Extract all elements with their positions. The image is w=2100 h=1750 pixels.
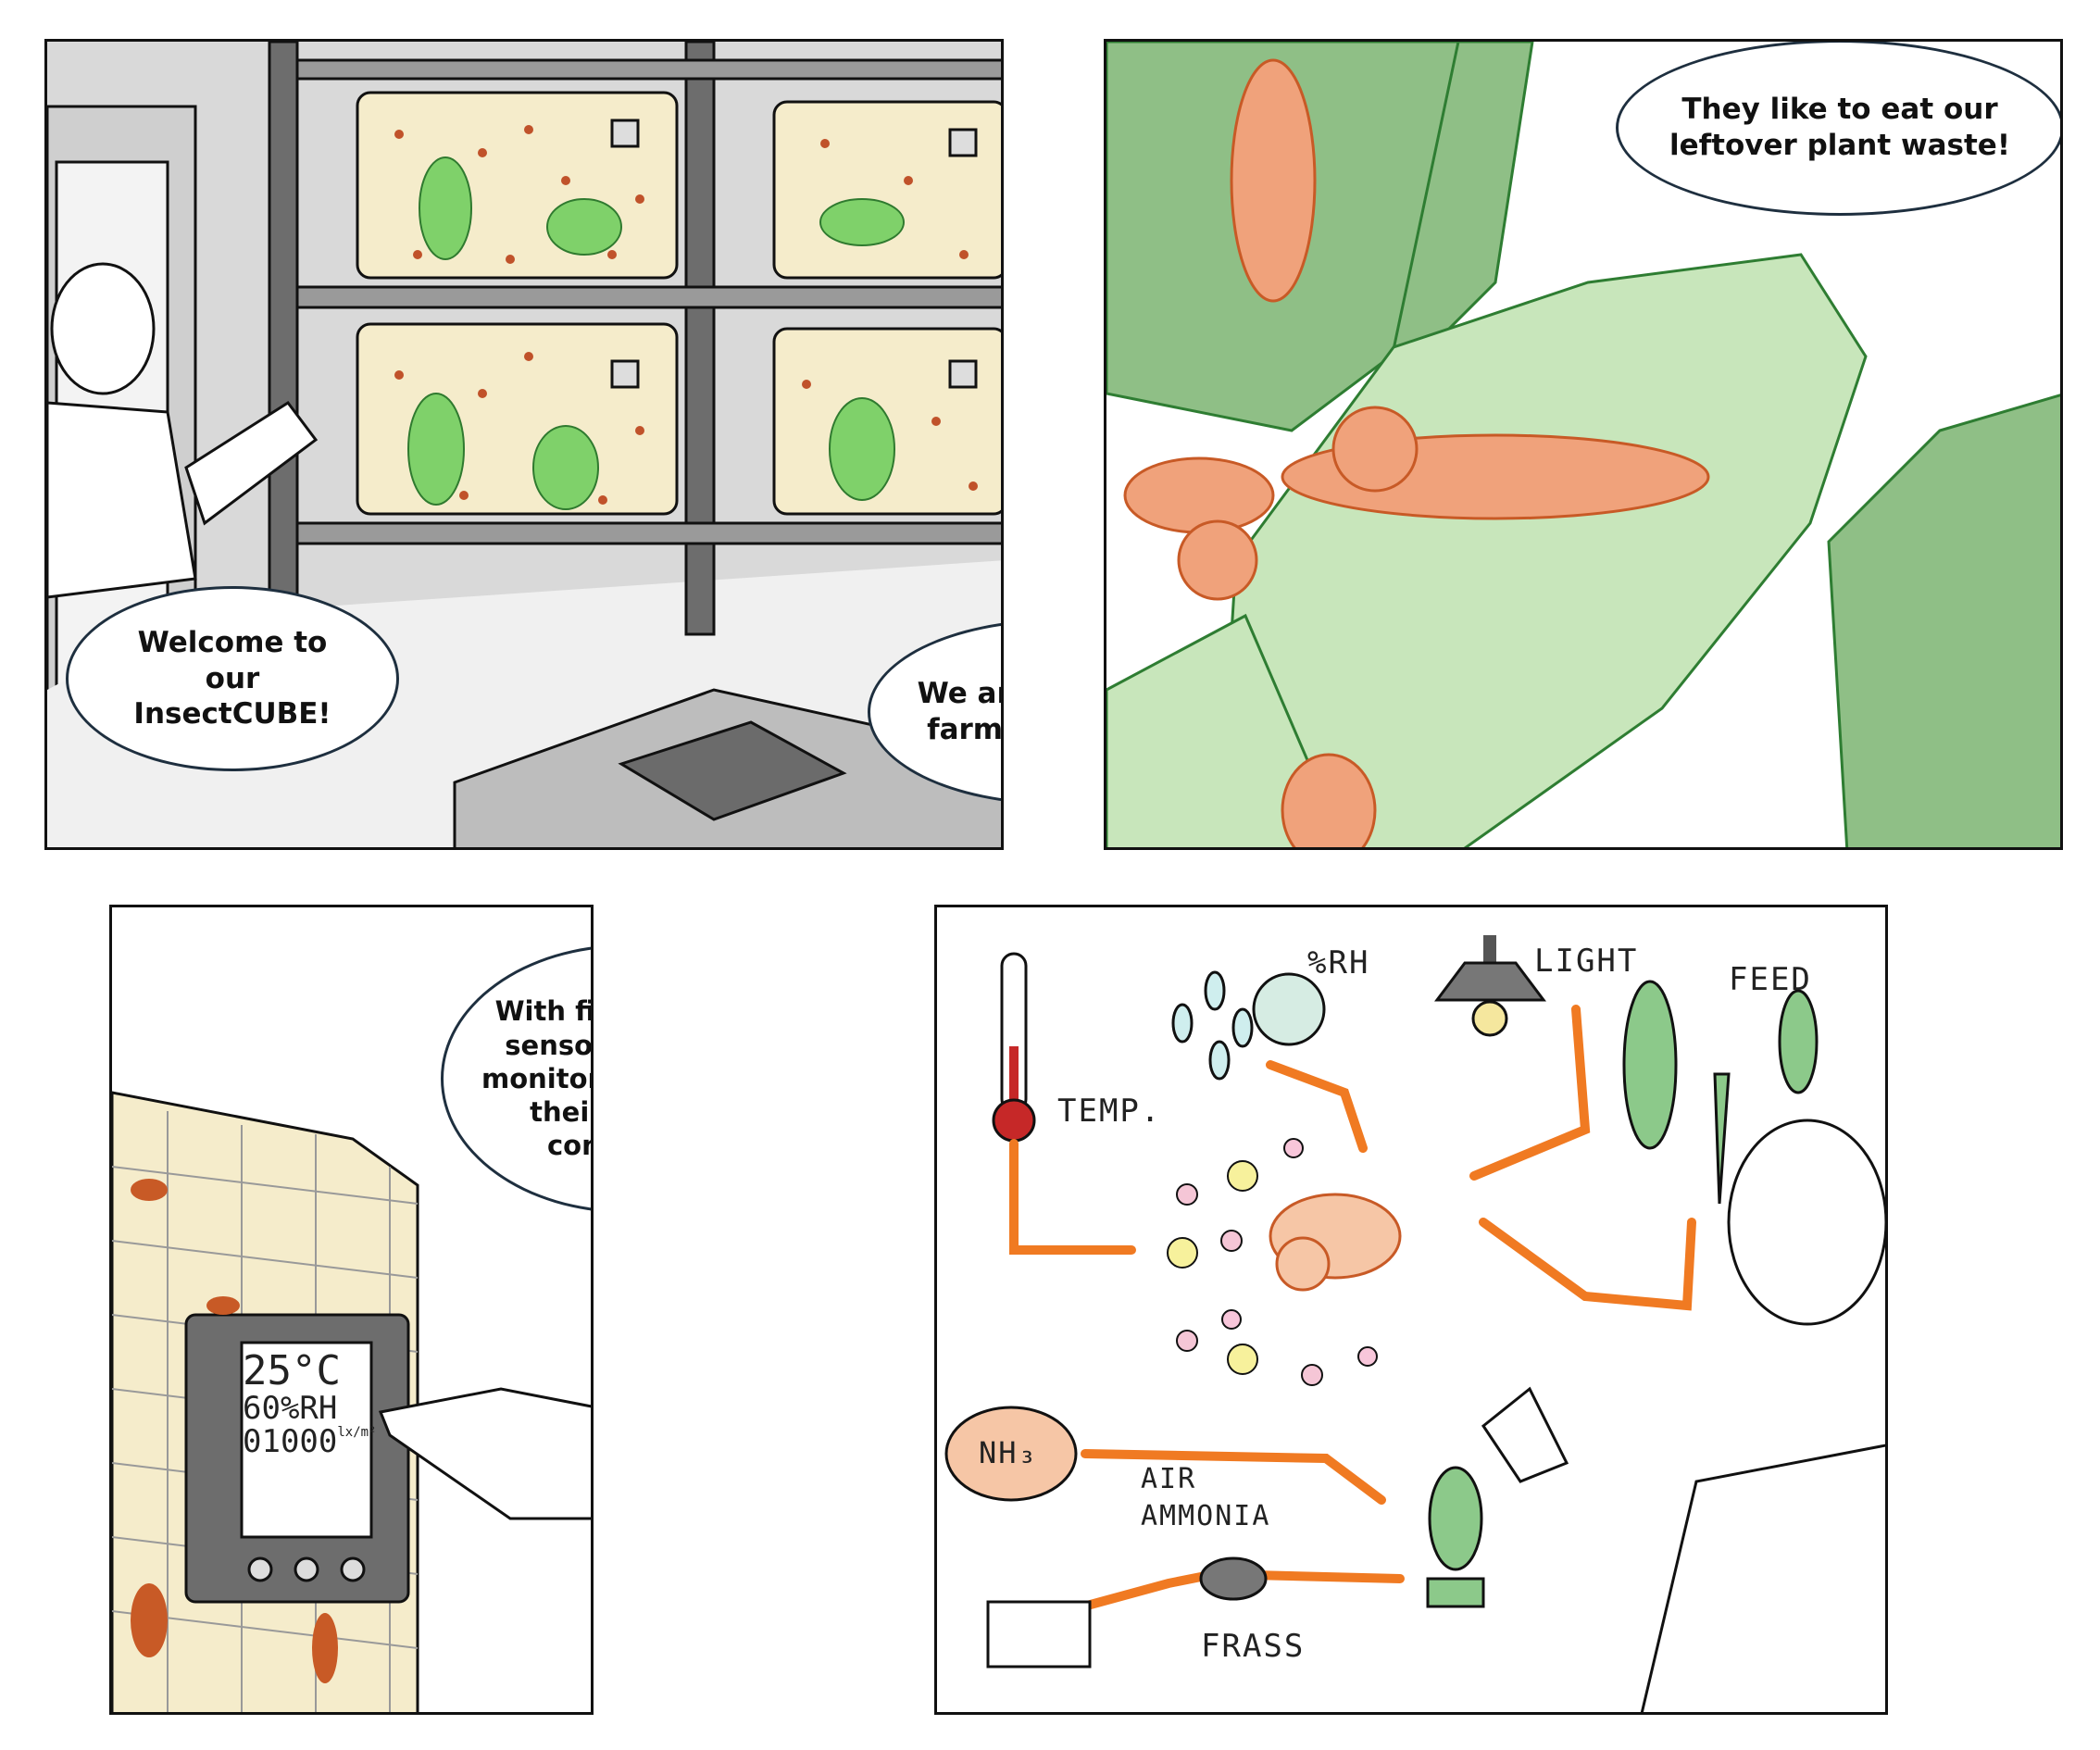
frass-box-icon — [986, 1600, 1092, 1669]
droplets-icon — [1171, 970, 1254, 1081]
thermometer-icon — [992, 952, 1036, 1143]
light-reading: 01000lx/m² — [243, 1422, 377, 1460]
sensor-display: 25°C 60%RH 01000lx/m² — [243, 1347, 377, 1460]
bubble-text: Welcome to our InsectCUBE! — [133, 625, 331, 731]
humidity-label: %RH — [1307, 944, 1370, 981]
ammonia-cloud-icon — [944, 1406, 1078, 1502]
smiley-icons — [1167, 1160, 1258, 1375]
arrow-icons — [1009, 1005, 1696, 1616]
panel-locusts-leaves: They like to eat our leftover plant wast… — [1104, 39, 2063, 850]
farmer-figure — [47, 262, 319, 599]
bubble-text: We are currently farming locusts — [917, 677, 1004, 746]
conditions-diagram — [937, 907, 1885, 1712]
temperature-reading: 25°C — [243, 1347, 341, 1394]
lamp-icon — [1434, 935, 1546, 1037]
heart-icons — [1221, 1138, 1378, 1367]
locust-dots — [394, 125, 978, 505]
potted-plant-icon — [1426, 1466, 1485, 1608]
panel-conditions-diagram: %RH LIGHT FEED TEMP. NH₃ AIR AMMONIA FRA… — [934, 905, 1888, 1715]
green-plants — [407, 156, 905, 510]
speech-bubble-welcome: Welcome to our InsectCUBE! — [66, 586, 399, 771]
farmer-figure — [1481, 1119, 1885, 1712]
feed-leaves-icon — [1622, 980, 1819, 1205]
temp-label: TEMP. — [1057, 1093, 1162, 1130]
room-illustration — [47, 42, 1001, 847]
feed-label: FEED — [1729, 961, 1812, 998]
ammonia-label: AMMONIA — [1141, 1500, 1271, 1532]
panel-sensor: 25°C 60%RH 01000lx/m² With finely tuned … — [109, 905, 594, 1715]
panel-insectcube-room: Welcome to our InsectCUBE! We are curren… — [44, 39, 1004, 850]
frass-pile-icon — [1199, 1556, 1268, 1601]
ammonia-formula-label: NH₃ — [979, 1435, 1038, 1470]
locust-icon — [1123, 58, 1710, 847]
bubble-text: With finely tuned sensors, we can monito… — [481, 995, 594, 1162]
locust-icon — [1269, 1193, 1402, 1292]
flower-icons — [1176, 1183, 1323, 1386]
hygrometer-icon — [1252, 972, 1326, 1046]
frass-label: FRASS — [1201, 1628, 1306, 1665]
light-leaves — [1106, 253, 1868, 847]
humidity-reading: 60%RH — [243, 1390, 338, 1428]
speech-bubble-plant-waste: They like to eat our leftover plant wast… — [1616, 42, 2060, 216]
locust-marks — [131, 1179, 338, 1683]
bubble-text: They like to eat our leftover plant wast… — [1669, 93, 2010, 162]
light-label: LIGHT — [1534, 943, 1639, 980]
air-label: AIR — [1141, 1463, 1197, 1495]
